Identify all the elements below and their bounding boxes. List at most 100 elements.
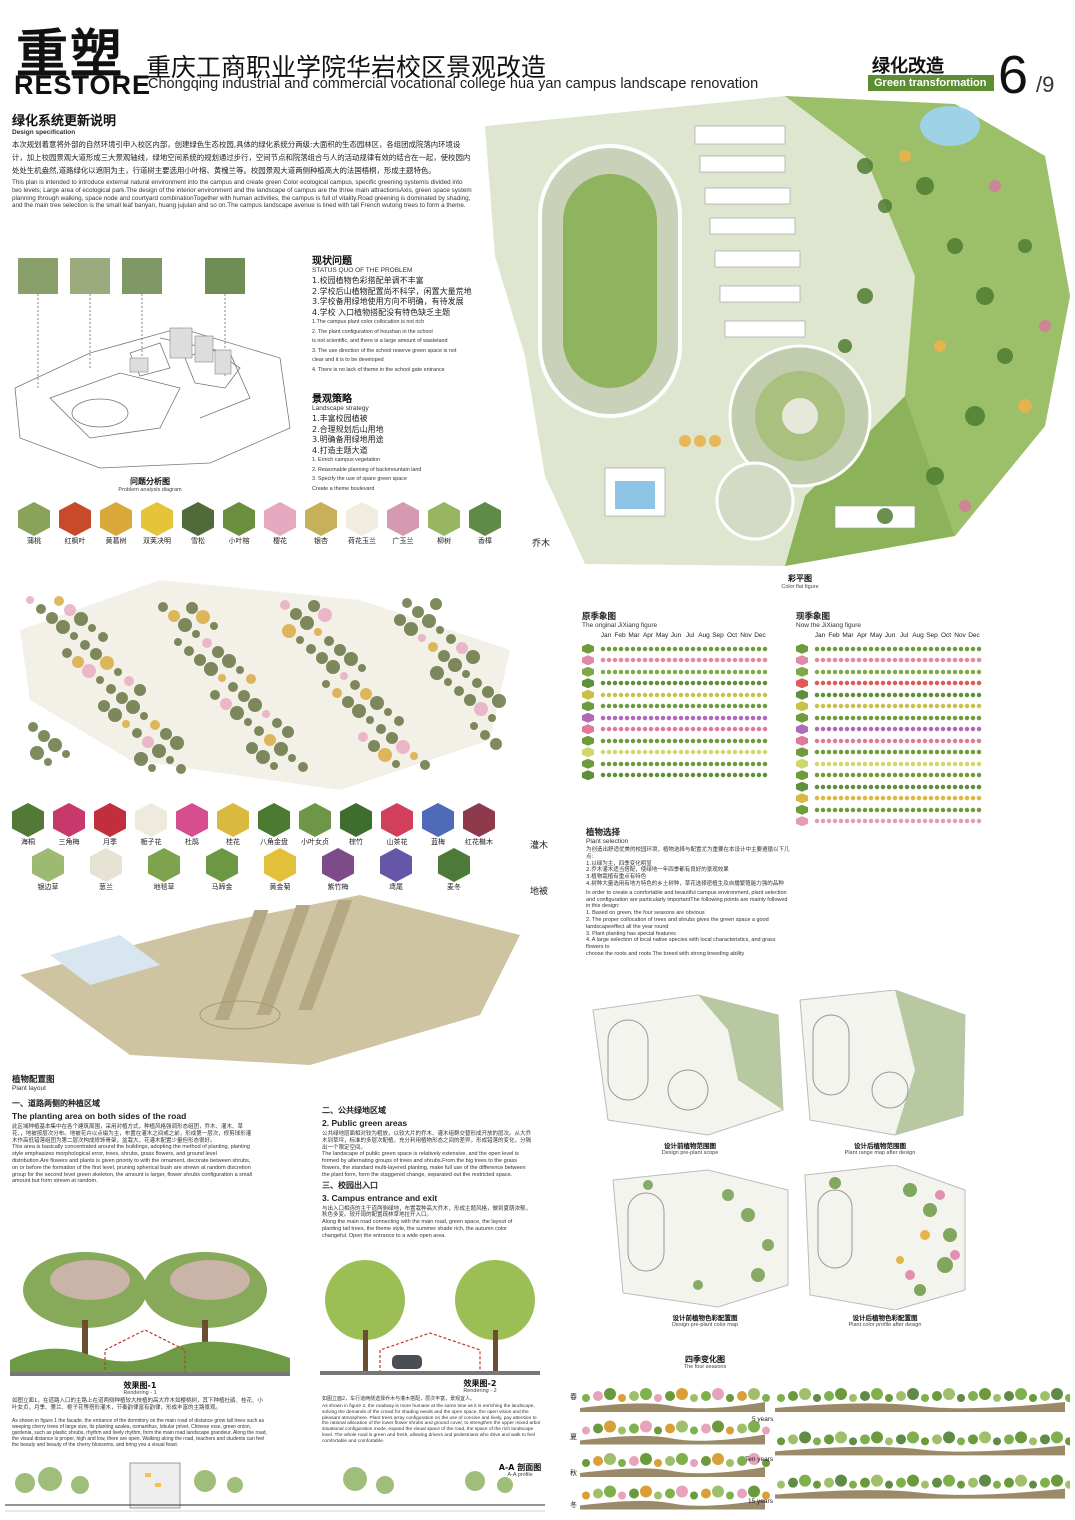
- plant-card: 海桐: [10, 803, 46, 847]
- season-bar: [814, 680, 982, 687]
- tree-symbol: [957, 1394, 965, 1402]
- tree-symbol: [456, 642, 468, 654]
- after-color-map: [804, 1165, 966, 1310]
- tree-symbol: [932, 1434, 942, 1445]
- month-label: May: [870, 632, 883, 639]
- tree-symbol: [835, 1388, 847, 1400]
- tree-symbol: [402, 598, 412, 608]
- tree-symbol: [28, 722, 38, 732]
- tree-symbol: [46, 612, 58, 624]
- tree-symbol: [629, 1456, 639, 1466]
- tree-symbol: [618, 1394, 626, 1402]
- tree-symbol: [280, 600, 290, 610]
- tree-symbol: [748, 1420, 760, 1433]
- season-spring: 春: [570, 1393, 577, 1401]
- tree-symbol: [368, 740, 380, 752]
- season-bar: [814, 657, 982, 664]
- plant-name: 广玉兰: [392, 537, 414, 545]
- season-bar: [600, 703, 768, 710]
- season-row: [796, 758, 1006, 770]
- tree-symbol: [593, 1423, 603, 1434]
- selection-subtitle: Plant selection: [586, 838, 629, 845]
- tree-symbol: [1065, 1437, 1070, 1446]
- problems-subtitle: STATUS QUO OF THE PROBLEM: [312, 267, 413, 274]
- tree-symbol: [202, 638, 212, 648]
- plant-thumb: [796, 712, 808, 723]
- plant-name: 桂花: [226, 838, 240, 846]
- season-bar: [600, 737, 768, 744]
- tree-symbol: [968, 1477, 978, 1488]
- plant-thumb: [796, 793, 808, 804]
- problem-item-en: is not scientific, and there is a large …: [312, 338, 448, 344]
- problem-diagram-caption-en: Problem analysis diagram: [118, 487, 182, 493]
- plant-photo: [135, 803, 167, 837]
- plant-layout-subtitle: Plant layout: [12, 1085, 46, 1092]
- tree-symbol: [158, 602, 168, 612]
- season-bar: [600, 726, 768, 733]
- season-bar: [814, 760, 982, 767]
- tree-symbol: [885, 1394, 893, 1402]
- plant-photo: [380, 848, 412, 882]
- season-bar: [814, 726, 982, 733]
- plant-layout-title: 植物配置图: [12, 1075, 55, 1085]
- plant-thumb: [796, 735, 808, 746]
- tree-symbol: [799, 1388, 811, 1400]
- tree-symbol: [344, 652, 358, 666]
- tree-symbol: [629, 1488, 639, 1499]
- season-bar: [600, 680, 768, 687]
- season-row: [796, 804, 1006, 816]
- tree-symbol: [360, 688, 372, 700]
- season-bar: [600, 749, 768, 756]
- tree-symbol: [871, 1474, 883, 1487]
- season-row: [796, 735, 1006, 747]
- main-title-en: RESTORE: [14, 70, 152, 100]
- plant-photo: [182, 502, 214, 536]
- tree-symbol: [298, 762, 308, 772]
- years-10: Ten years: [745, 1456, 774, 1463]
- tree-symbol: [618, 1491, 626, 1500]
- tree-symbol: [210, 622, 218, 630]
- tree-symbol: [849, 1394, 857, 1402]
- plant-thumb: [582, 712, 594, 723]
- plant-thumb: [796, 758, 808, 769]
- rendering-2-caption-en: Rendering - 2: [463, 1388, 497, 1394]
- tree-symbol: [1015, 1388, 1027, 1400]
- plant-card: 蓝梅: [420, 803, 456, 847]
- terrain-strip: [580, 1434, 765, 1445]
- pre-color-map: [612, 1169, 789, 1308]
- plant-name: 香樟: [478, 537, 492, 545]
- tree-symbol: [134, 752, 148, 766]
- selection-list-cn: 1.以绿为主，四季变化明显 2.乔木灌木适当搭配，使绿地一年四季都有良好的景观效…: [586, 861, 791, 888]
- season-bar: [814, 806, 982, 813]
- tree-symbol: [629, 1391, 639, 1401]
- tree-symbol: [218, 674, 226, 682]
- plant-name: 柳树: [437, 537, 451, 545]
- tree-symbol: [178, 618, 192, 632]
- plant-name: 小叶榕: [228, 537, 250, 545]
- month-label: Feb: [828, 632, 840, 639]
- strategy-subtitle: Landscape strategy: [312, 405, 369, 412]
- tree-symbol: [316, 652, 328, 664]
- tree-symbol: [593, 1488, 603, 1499]
- tree-symbol: [114, 668, 122, 676]
- season-bar: [600, 657, 768, 664]
- tree-symbol: [376, 724, 386, 734]
- month-label: Jul: [899, 632, 909, 639]
- tree-symbol: [943, 1388, 955, 1400]
- tree-symbol: [701, 1423, 711, 1434]
- plant-name: 银边草: [37, 883, 59, 891]
- plant-thumb: [796, 816, 808, 827]
- tree-symbol: [184, 646, 194, 656]
- original-title: 原季象图: [582, 612, 617, 622]
- plant-photo: [53, 803, 85, 837]
- tree-symbol: [366, 716, 374, 724]
- tree-symbol: [296, 636, 304, 644]
- season-row: [582, 689, 792, 701]
- tree-symbol: [748, 1453, 760, 1465]
- tree-symbol: [230, 706, 244, 720]
- section-title-en: Green transformation: [868, 75, 994, 91]
- plant-card: 银边草: [30, 848, 66, 892]
- tree-symbol: [56, 620, 70, 634]
- design-text-cn: 本次规划着意将外部的自然环境引申入校区内部，创建绿色生态校园,具体的绿化系统分两…: [12, 140, 471, 175]
- season-bar: [600, 714, 768, 721]
